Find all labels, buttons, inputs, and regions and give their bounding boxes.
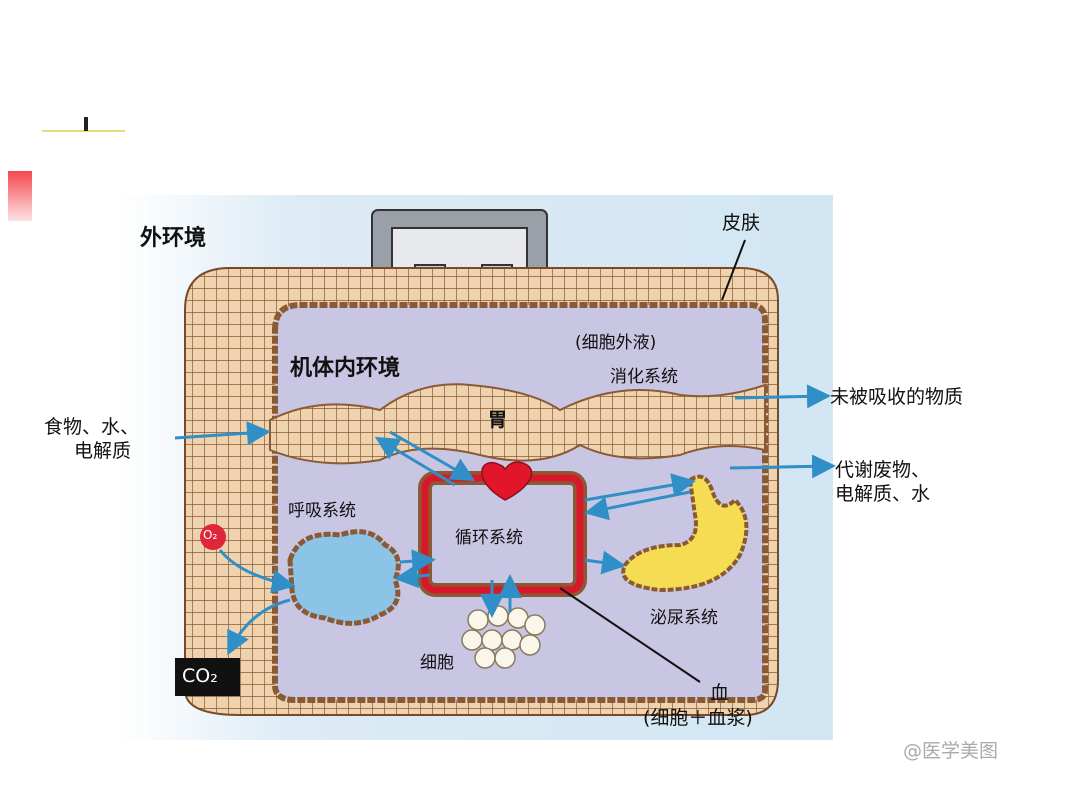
skin-label: 皮肤 <box>722 212 761 234</box>
arrow-blood-to-lung <box>394 564 431 589</box>
stomach-label: 胃 <box>488 409 508 431</box>
watermark: @医学美图 <box>903 740 999 762</box>
internal-environment-label: 机体内环境 <box>290 356 401 381</box>
cells-label: 细胞 <box>420 653 454 673</box>
arrow-gut-to-blood <box>389 430 476 481</box>
arrow-blood-to-gut <box>374 436 456 487</box>
arrow-waste-out <box>729 454 836 479</box>
arrow-lung-to-blood <box>399 549 436 574</box>
urinary-system-label: 泌尿系统 <box>650 608 718 628</box>
food-label-line1: 食物、水、 <box>44 416 140 438</box>
co2-box <box>175 658 240 696</box>
o2-label: O₂ <box>203 528 218 542</box>
arrow-kidney-to-blood <box>584 490 691 521</box>
external-environment-label: 外环境 <box>140 226 207 251</box>
o2-molecule <box>200 524 226 550</box>
skin-pointer <box>721 239 746 301</box>
lungs <box>287 529 401 626</box>
waste-label-line1: 代谢废物、 <box>835 459 931 481</box>
blood-label: 血 <box>710 682 730 704</box>
heart <box>481 461 533 501</box>
circulatory-system-label: 循环系统 <box>455 528 523 548</box>
title-bar-mark <box>84 117 88 131</box>
arrow-food-in <box>174 421 271 446</box>
blood-pointer <box>559 587 701 683</box>
unabsorbed-label: 未被吸收的物质 <box>830 386 964 408</box>
arrow-unabsorbed-out <box>734 384 831 409</box>
digestive-system-label: 消化系统 <box>610 367 678 387</box>
arrow-blood-to-kidney <box>584 550 626 575</box>
arrow-co2-out <box>227 598 291 656</box>
waste-label-line2: 电解质、水 <box>835 483 931 505</box>
respiratory-system-label: 呼吸系统 <box>288 501 356 521</box>
urinary-organ <box>621 474 749 593</box>
red-accent-bar <box>8 171 32 221</box>
extracellular-fluid-label: (细胞外液) <box>575 333 657 353</box>
arrow-o2-in <box>218 549 296 594</box>
food-label-line2: 电解质 <box>74 440 132 462</box>
flow-arrows <box>174 384 836 656</box>
blood-composition-label: (细胞＋血浆) <box>643 707 753 729</box>
co2-label: CO₂ <box>182 665 218 687</box>
